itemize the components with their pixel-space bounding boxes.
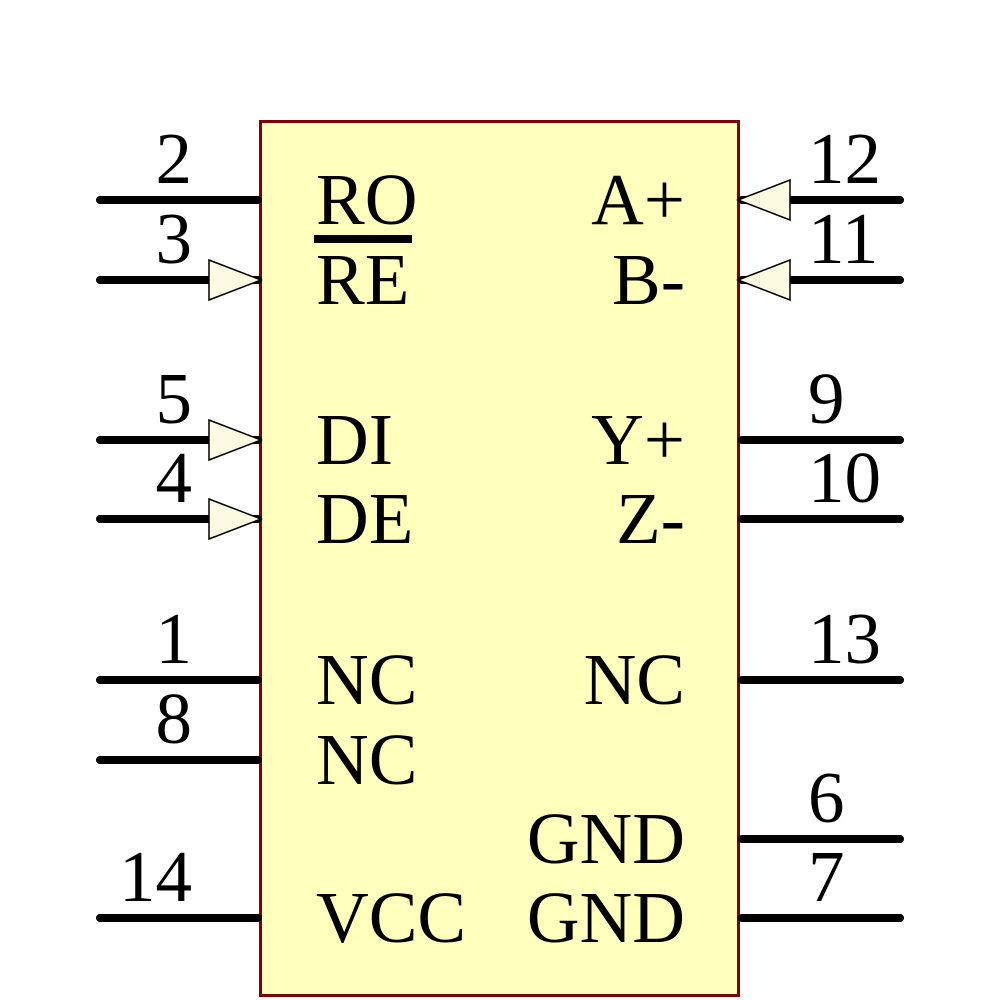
pin-number: 10 xyxy=(808,437,881,518)
input-arrow-icon xyxy=(208,497,263,541)
pin-line xyxy=(96,276,262,284)
pin-line xyxy=(738,515,904,523)
pin-label: RO xyxy=(316,159,418,240)
pin-number: 8 xyxy=(155,678,193,759)
pin-line xyxy=(96,436,262,444)
pin-label: RE xyxy=(316,239,410,320)
pin-label: NC xyxy=(583,639,685,720)
pin-line xyxy=(738,914,904,922)
pin-number: 2 xyxy=(155,118,193,199)
pin-number: 1 xyxy=(155,598,193,679)
input-arrow-icon xyxy=(208,418,263,462)
input-arrow-icon xyxy=(736,178,791,222)
pin-number: 6 xyxy=(808,757,845,838)
pin-number: 9 xyxy=(808,358,845,439)
pin-label: DE xyxy=(316,478,414,559)
pin-label: NC xyxy=(316,719,418,800)
pin-line xyxy=(738,196,904,204)
pin-label: B- xyxy=(612,239,685,320)
pin-line xyxy=(738,835,904,843)
pin-line xyxy=(738,436,904,444)
pin-label: GND xyxy=(526,798,685,879)
pin-number: 4 xyxy=(155,437,193,518)
pin-label: Y+ xyxy=(591,399,685,480)
pin-label: GND xyxy=(526,877,685,958)
pin-line xyxy=(96,914,262,922)
input-arrow-icon xyxy=(736,258,791,302)
ic-body xyxy=(259,120,740,997)
pin-line xyxy=(96,676,262,684)
pin-number: 13 xyxy=(808,598,881,679)
pin-label: NC xyxy=(316,639,418,720)
pin-label: Z- xyxy=(616,478,685,559)
pin-line xyxy=(738,276,904,284)
pin-number: 5 xyxy=(155,358,193,439)
pin-line xyxy=(96,515,262,523)
pin-label: A+ xyxy=(591,159,685,240)
pin-line xyxy=(738,676,904,684)
pin-label: VCC xyxy=(316,877,467,958)
pin-number: 11 xyxy=(808,198,879,279)
pin-line xyxy=(96,196,262,204)
input-arrow-icon xyxy=(208,258,263,302)
pin-number: 3 xyxy=(155,198,193,279)
pin-number: 7 xyxy=(808,836,845,917)
pin-number: 12 xyxy=(808,118,881,199)
re-overline-bar xyxy=(314,235,412,243)
pin-label: DI xyxy=(316,399,394,480)
pin-number: 14 xyxy=(119,836,192,917)
pin-line xyxy=(96,756,262,764)
